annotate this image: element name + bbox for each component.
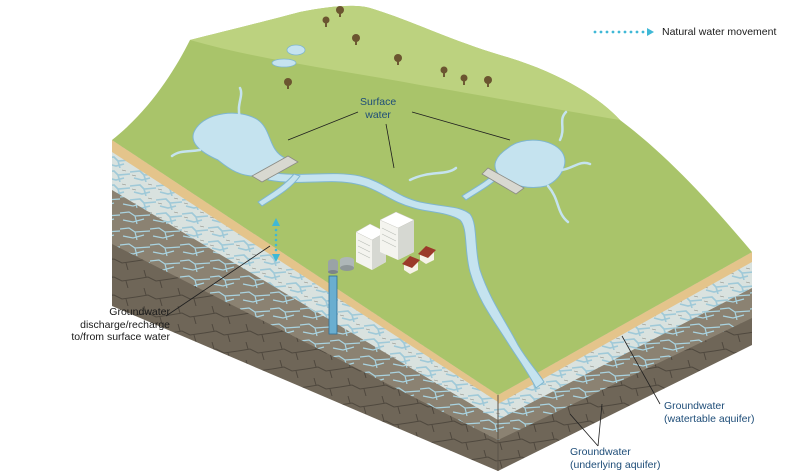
legend-label: Natural water movement bbox=[662, 26, 777, 38]
surface-water-label: Surface water bbox=[360, 96, 396, 121]
legend: Natural water movement bbox=[592, 26, 776, 38]
creek-lines bbox=[170, 86, 592, 224]
leader-lines bbox=[165, 111, 661, 447]
watertable-aquifer-label: Groundwater (watertable aquifer) bbox=[664, 400, 754, 425]
left-face-strata bbox=[112, 140, 498, 471]
surface-water-label-line2: water bbox=[365, 108, 391, 121]
discharge-recharge-label: Groundwater discharge/recharge to/from s… bbox=[56, 306, 170, 344]
discharge-label-line1: Groundwater bbox=[109, 306, 170, 318]
left-dam bbox=[251, 155, 299, 183]
pond bbox=[271, 58, 297, 68]
water-well bbox=[328, 257, 354, 335]
underlying-label-line1: Groundwater bbox=[570, 446, 631, 458]
watertable-label-line1: Groundwater bbox=[664, 400, 725, 412]
underlying-label-line2: (underlying aquifer) bbox=[570, 458, 661, 471]
discharge-arrow bbox=[272, 218, 280, 262]
dotted-arrow-icon bbox=[593, 28, 654, 36]
river-system bbox=[192, 112, 566, 389]
hill-highlight bbox=[190, 5, 620, 121]
watertable-label-line2: (watertable aquifer) bbox=[664, 412, 755, 425]
right-face-strata bbox=[498, 252, 752, 471]
discharge-label-line2: discharge/recharge bbox=[80, 318, 170, 331]
city-buildings bbox=[355, 211, 436, 274]
right-dam bbox=[481, 167, 525, 195]
underlying-aquifer-label: Groundwater (underlying aquifer) bbox=[570, 446, 660, 471]
discharge-label-line3: to/from surface water bbox=[71, 331, 170, 343]
trees bbox=[284, 6, 492, 89]
surface-water-label-line1: Surface bbox=[360, 96, 397, 108]
pond bbox=[286, 44, 306, 56]
